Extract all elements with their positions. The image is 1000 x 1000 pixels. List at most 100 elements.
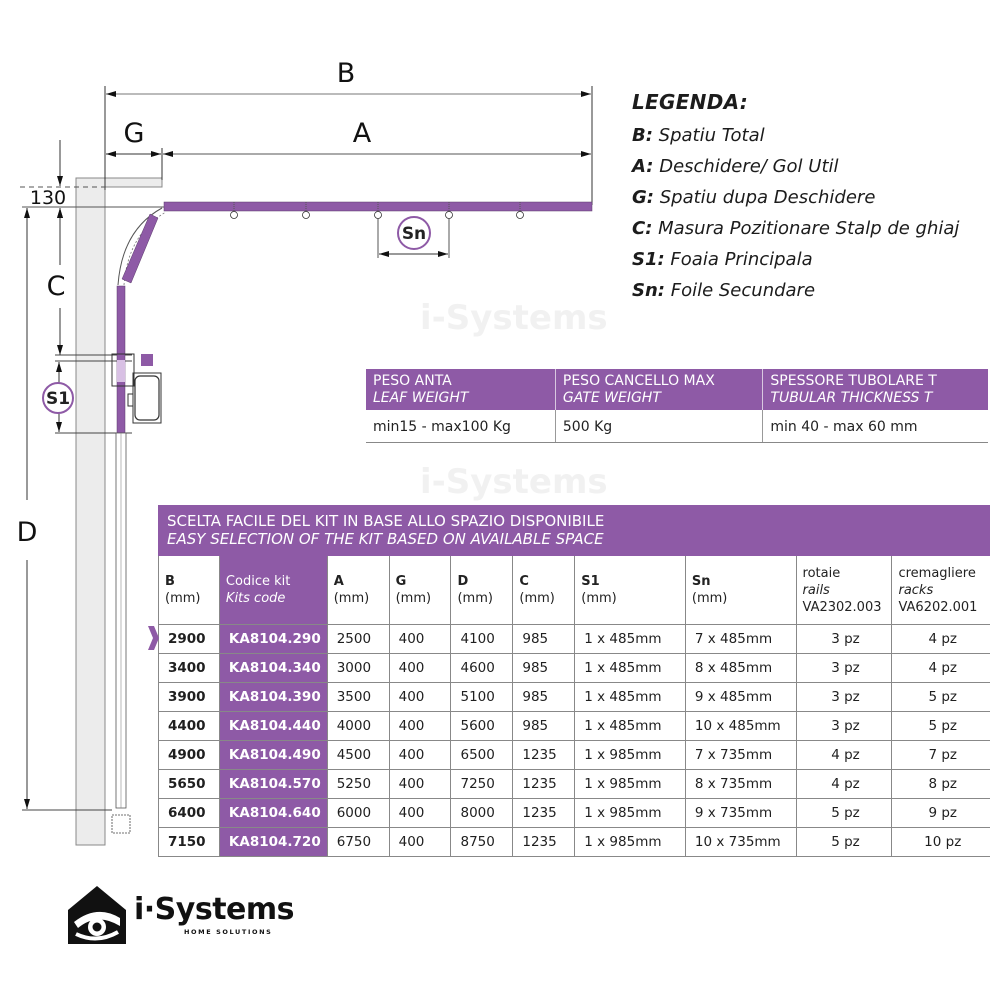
cell-kit-code: KA8104.640 [219,798,328,828]
rail-end-bracket [111,814,131,834]
cell-s1: 1 x 485mm [574,711,686,741]
cell-sn: 8 x 485mm [685,653,797,683]
cell-s1: 1 x 485mm [574,624,686,654]
legend-item-g: G: Spatiu dupa Deschidere [632,187,876,208]
cell-rails: 3 pz [796,653,893,683]
cell-a: 4500 [327,740,390,770]
cell-rails: 3 pz [796,624,893,654]
cell-d: 8000 [450,798,514,828]
cell-rails: 5 pz [796,827,893,857]
cell-c: 1235 [512,740,576,770]
cell-sn: 7 x 735mm [685,740,797,770]
cell-sn: 7 x 485mm [685,624,797,654]
gate-weight-value: 500 Kg [555,410,764,443]
cell-b: 2900 [158,624,220,654]
cell-a: 3000 [327,653,390,683]
cell-c: 985 [512,653,576,683]
cell-b: 6400 [158,798,220,828]
kit-title-en: EASY SELECTION OF THE KIT BASED ON AVAIL… [167,530,604,548]
cell-racks: 5 pz [891,711,990,741]
cell-c: 1235 [512,769,576,799]
cell-c: 985 [512,682,576,712]
label-s1: S1 [46,389,70,409]
cell-sn: 8 x 735mm [685,769,797,799]
cell-d: 8750 [450,827,514,857]
cell-c: 1235 [512,798,576,828]
tubular-thickness-value: min 40 - max 60 mm [762,410,988,443]
cell-g: 400 [389,769,452,799]
cell-g: 400 [389,798,452,828]
cell-kit-code: KA8104.340 [219,653,328,683]
cell-sn: 9 x 485mm [685,682,797,712]
legend: LEGENDA: B: Spatiu Total A: Deschidere/ … [632,90,992,306]
col-header-g: G(mm) [389,556,452,625]
cell-racks: 10 pz [891,827,990,857]
cell-rails: 4 pz [796,740,893,770]
motor-body [134,375,160,421]
col-header-c: C(mm) [512,556,576,625]
cell-rails: 3 pz [796,711,893,741]
cell-b: 3900 [158,682,220,712]
cell-d: 6500 [450,740,514,770]
cell-a: 4000 [327,711,390,741]
cell-c: 985 [512,711,576,741]
cell-s1: 1 x 985mm [574,798,686,828]
sn-circle [397,216,431,250]
mounting-bracket [111,353,135,387]
cell-s1: 1 x 985mm [574,827,686,857]
bracket-inner [117,360,125,382]
cell-g: 400 [389,827,452,857]
gate-panel-vertical [116,285,126,434]
cell-c: 985 [512,624,576,654]
cell-kit-code: KA8104.390 [219,682,328,712]
label-c: C [47,271,66,302]
cell-b: 3400 [158,653,220,683]
cell-b: 4400 [158,711,220,741]
cell-d: 5100 [450,682,514,712]
cell-d: 7250 [450,769,514,799]
legend-item-b: B: Spatiu Total [632,125,765,146]
cell-g: 400 [389,740,452,770]
cell-g: 400 [389,653,452,683]
house-eye-logo-icon [68,886,126,944]
weight-values-row: min15 - max100 Kg 500 Kg min 40 - max 60… [366,410,988,443]
cell-g: 400 [389,682,452,712]
motor-tab [127,393,134,407]
cell-kit-code: KA8104.490 [219,740,328,770]
legend-item-s1: S1: Foaia Principala [632,249,813,270]
label-b: B [337,58,356,89]
curved-rail [117,207,163,286]
kit-table-title: SCELTA FACILE DEL KIT IN BASE ALLO SPAZI… [158,505,990,556]
s1-circle [42,382,74,414]
gate-panel-corner [121,213,159,284]
cell-s1: 1 x 485mm [574,682,686,712]
panel-hinges [230,211,524,219]
cell-b: 5650 [158,769,220,799]
cell-g: 400 [389,711,452,741]
kit-title-it: SCELTA FACILE DEL KIT IN BASE ALLO SPAZI… [167,512,605,530]
cell-a: 5250 [327,769,390,799]
cell-rails: 3 pz [796,682,893,712]
cell-kit-code: KA8104.720 [219,827,328,857]
label-sn: Sn [402,224,426,244]
legend-item-a: A: Deschidere/ Gol Util [632,156,839,177]
cell-g: 400 [389,624,452,654]
cell-a: 6000 [327,798,390,828]
brand-logo: i·Systems HOME SOLUTIONS [64,882,295,952]
col-header-d: D(mm) [450,556,514,625]
